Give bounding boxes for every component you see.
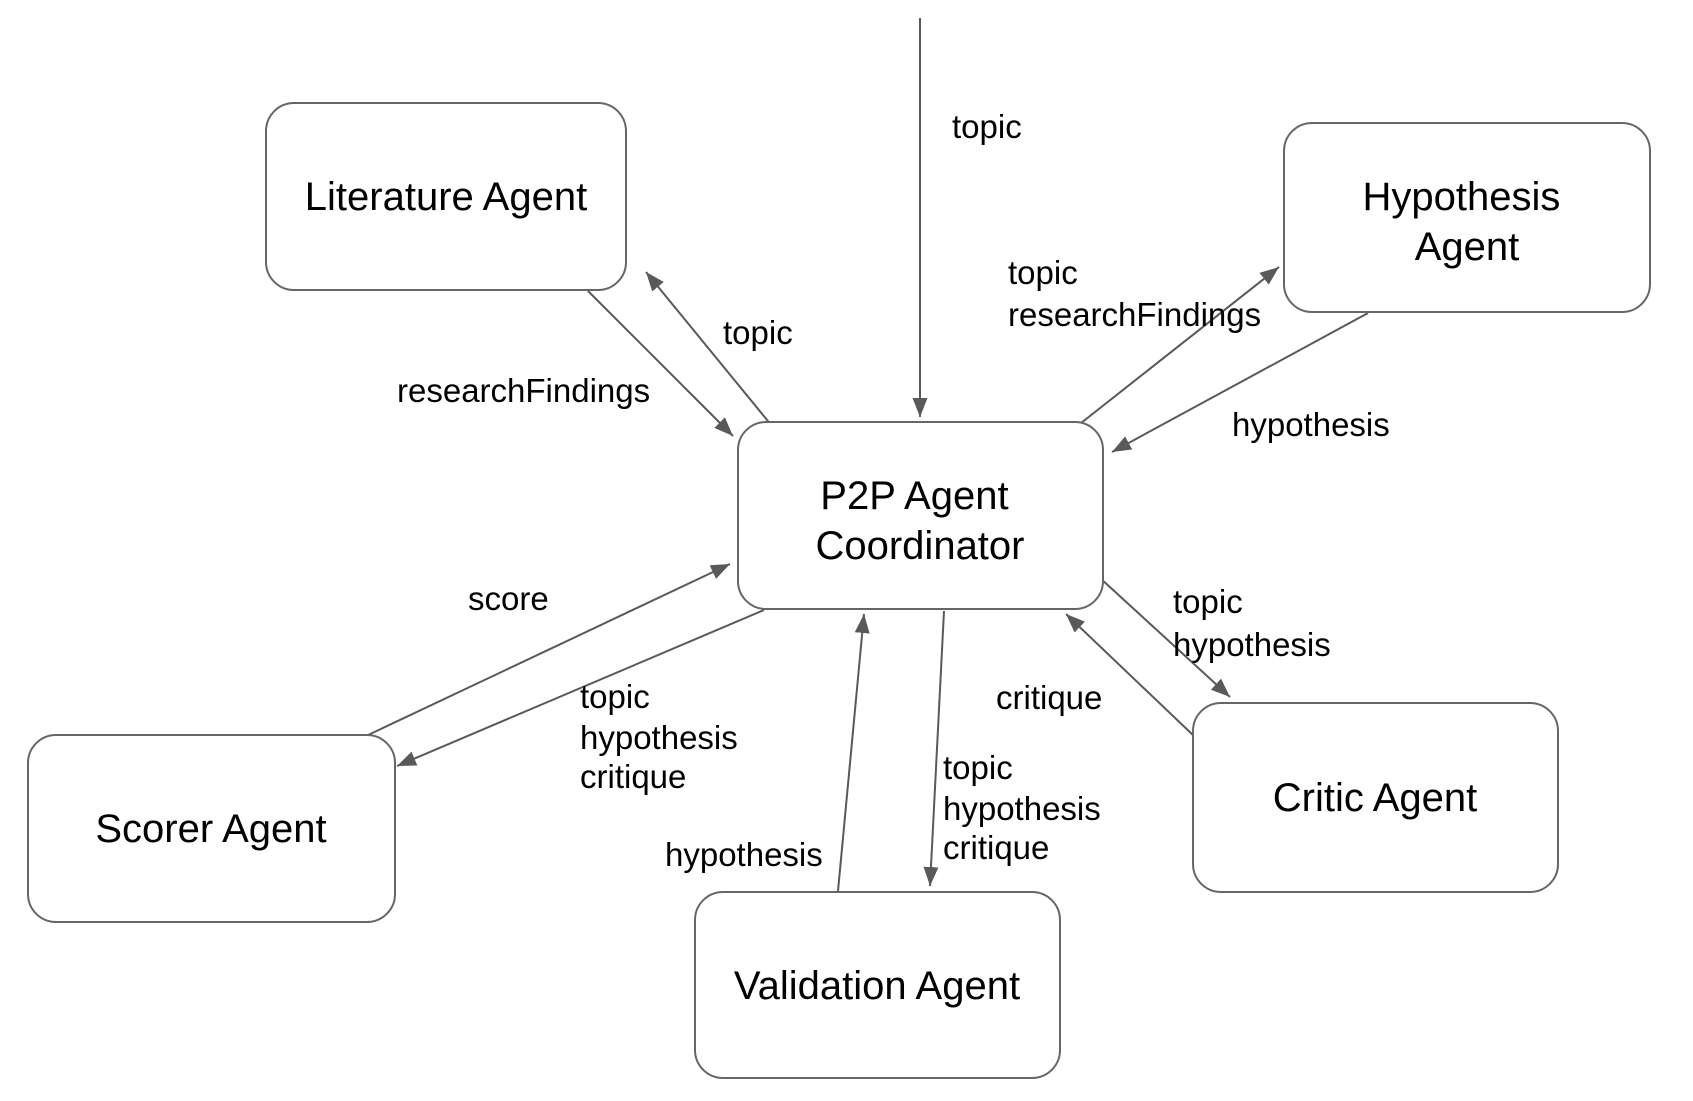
node-p2p-agent-coordinator-box <box>737 421 1104 610</box>
edge-label-line: topic <box>1008 254 1078 291</box>
node-label-line: Coordinator <box>815 524 1024 568</box>
node-critic-agent-box <box>1192 702 1559 893</box>
edge-label-researchfindings: researchFindings <box>397 372 650 409</box>
edge-label-line: hypothesis <box>1173 626 1331 663</box>
edge-label-critic-inputs: topic hypothesis <box>1173 583 1331 663</box>
edge-label-line: critique <box>943 829 1049 866</box>
node-hypothesis-agent: Hypothesis Agent <box>1283 122 1651 313</box>
node-hypothesis-agent-label: Hypothesis Agent <box>1363 175 1572 269</box>
edge-coordinator-to-critic <box>1099 577 1231 698</box>
node-p2p-agent-coordinator-label: P2P Agent Coordinator <box>815 474 1024 568</box>
edge-label-scorer-inputs: topic hypothesis critique <box>580 678 747 795</box>
edge-label-line: topic <box>943 749 1013 786</box>
node-scorer-agent-box <box>27 734 396 923</box>
edge-label-line: hypothesis <box>943 790 1101 827</box>
edge-hypothesis-to-coordinator <box>1111 312 1369 453</box>
edge-validation-to-coordinator <box>837 613 870 892</box>
edges: topic topic researchFindings topic resea… <box>365 18 1390 892</box>
edge-label-validation-hypothesis: hypothesis <box>665 836 823 873</box>
node-critic-agent-label: Critic Agent <box>1273 776 1478 820</box>
edge-label-line: hypothesis <box>580 719 738 756</box>
edge-label-line: topic <box>580 678 650 715</box>
node-validation-agent: Validation Agent <box>694 891 1061 1079</box>
edge-label-line: researchFindings <box>1008 296 1261 333</box>
edge-label-score: score <box>468 580 549 617</box>
edge-label-line: critique <box>580 758 686 795</box>
edge-label-critique: critique <box>996 679 1102 716</box>
edge-critic-to-coordinator <box>1065 613 1195 737</box>
node-literature-agent-box <box>265 102 627 291</box>
node-label-line: Hypothesis <box>1363 175 1561 219</box>
edge-coordinator-to-validation <box>923 610 945 887</box>
edge-scorer-to-coordinator <box>365 563 731 737</box>
edge-label-input-topic: topic <box>952 108 1022 145</box>
edge-coordinator-to-literature <box>645 271 773 427</box>
edge-coordinator-to-hypothesis <box>1075 266 1280 428</box>
edge-label-literature-topic: topic <box>723 314 793 351</box>
node-critic-agent: Critic Agent <box>1192 702 1559 893</box>
node-hypothesis-agent-box <box>1283 122 1651 313</box>
nodes: Literature Agent Hypothesis Agent P2P Ag… <box>27 102 1651 1079</box>
node-label-line: Agent <box>1415 225 1520 269</box>
node-literature-agent-label: Literature Agent <box>305 175 587 219</box>
node-scorer-agent-label: Scorer Agent <box>95 807 326 851</box>
node-p2p-agent-coordinator: P2P Agent Coordinator <box>737 421 1104 610</box>
edge-label-hypothesis-output: hypothesis <box>1232 406 1390 443</box>
edge-coordinator-to-scorer <box>396 609 765 767</box>
edge-label-validation-inputs: topic hypothesis critique <box>943 749 1110 866</box>
edge-label-line: topic <box>1173 583 1243 620</box>
node-validation-agent-label: Validation Agent <box>734 964 1020 1008</box>
node-validation-agent-box <box>694 891 1061 1079</box>
node-literature-agent: Literature Agent <box>265 102 627 291</box>
edge-label-hypothesis-inputs: topic researchFindings <box>1008 254 1261 333</box>
edge-literature-to-coordinator <box>587 290 734 437</box>
node-label-line: P2P Agent <box>820 474 1008 518</box>
node-scorer-agent: Scorer Agent <box>27 734 396 923</box>
